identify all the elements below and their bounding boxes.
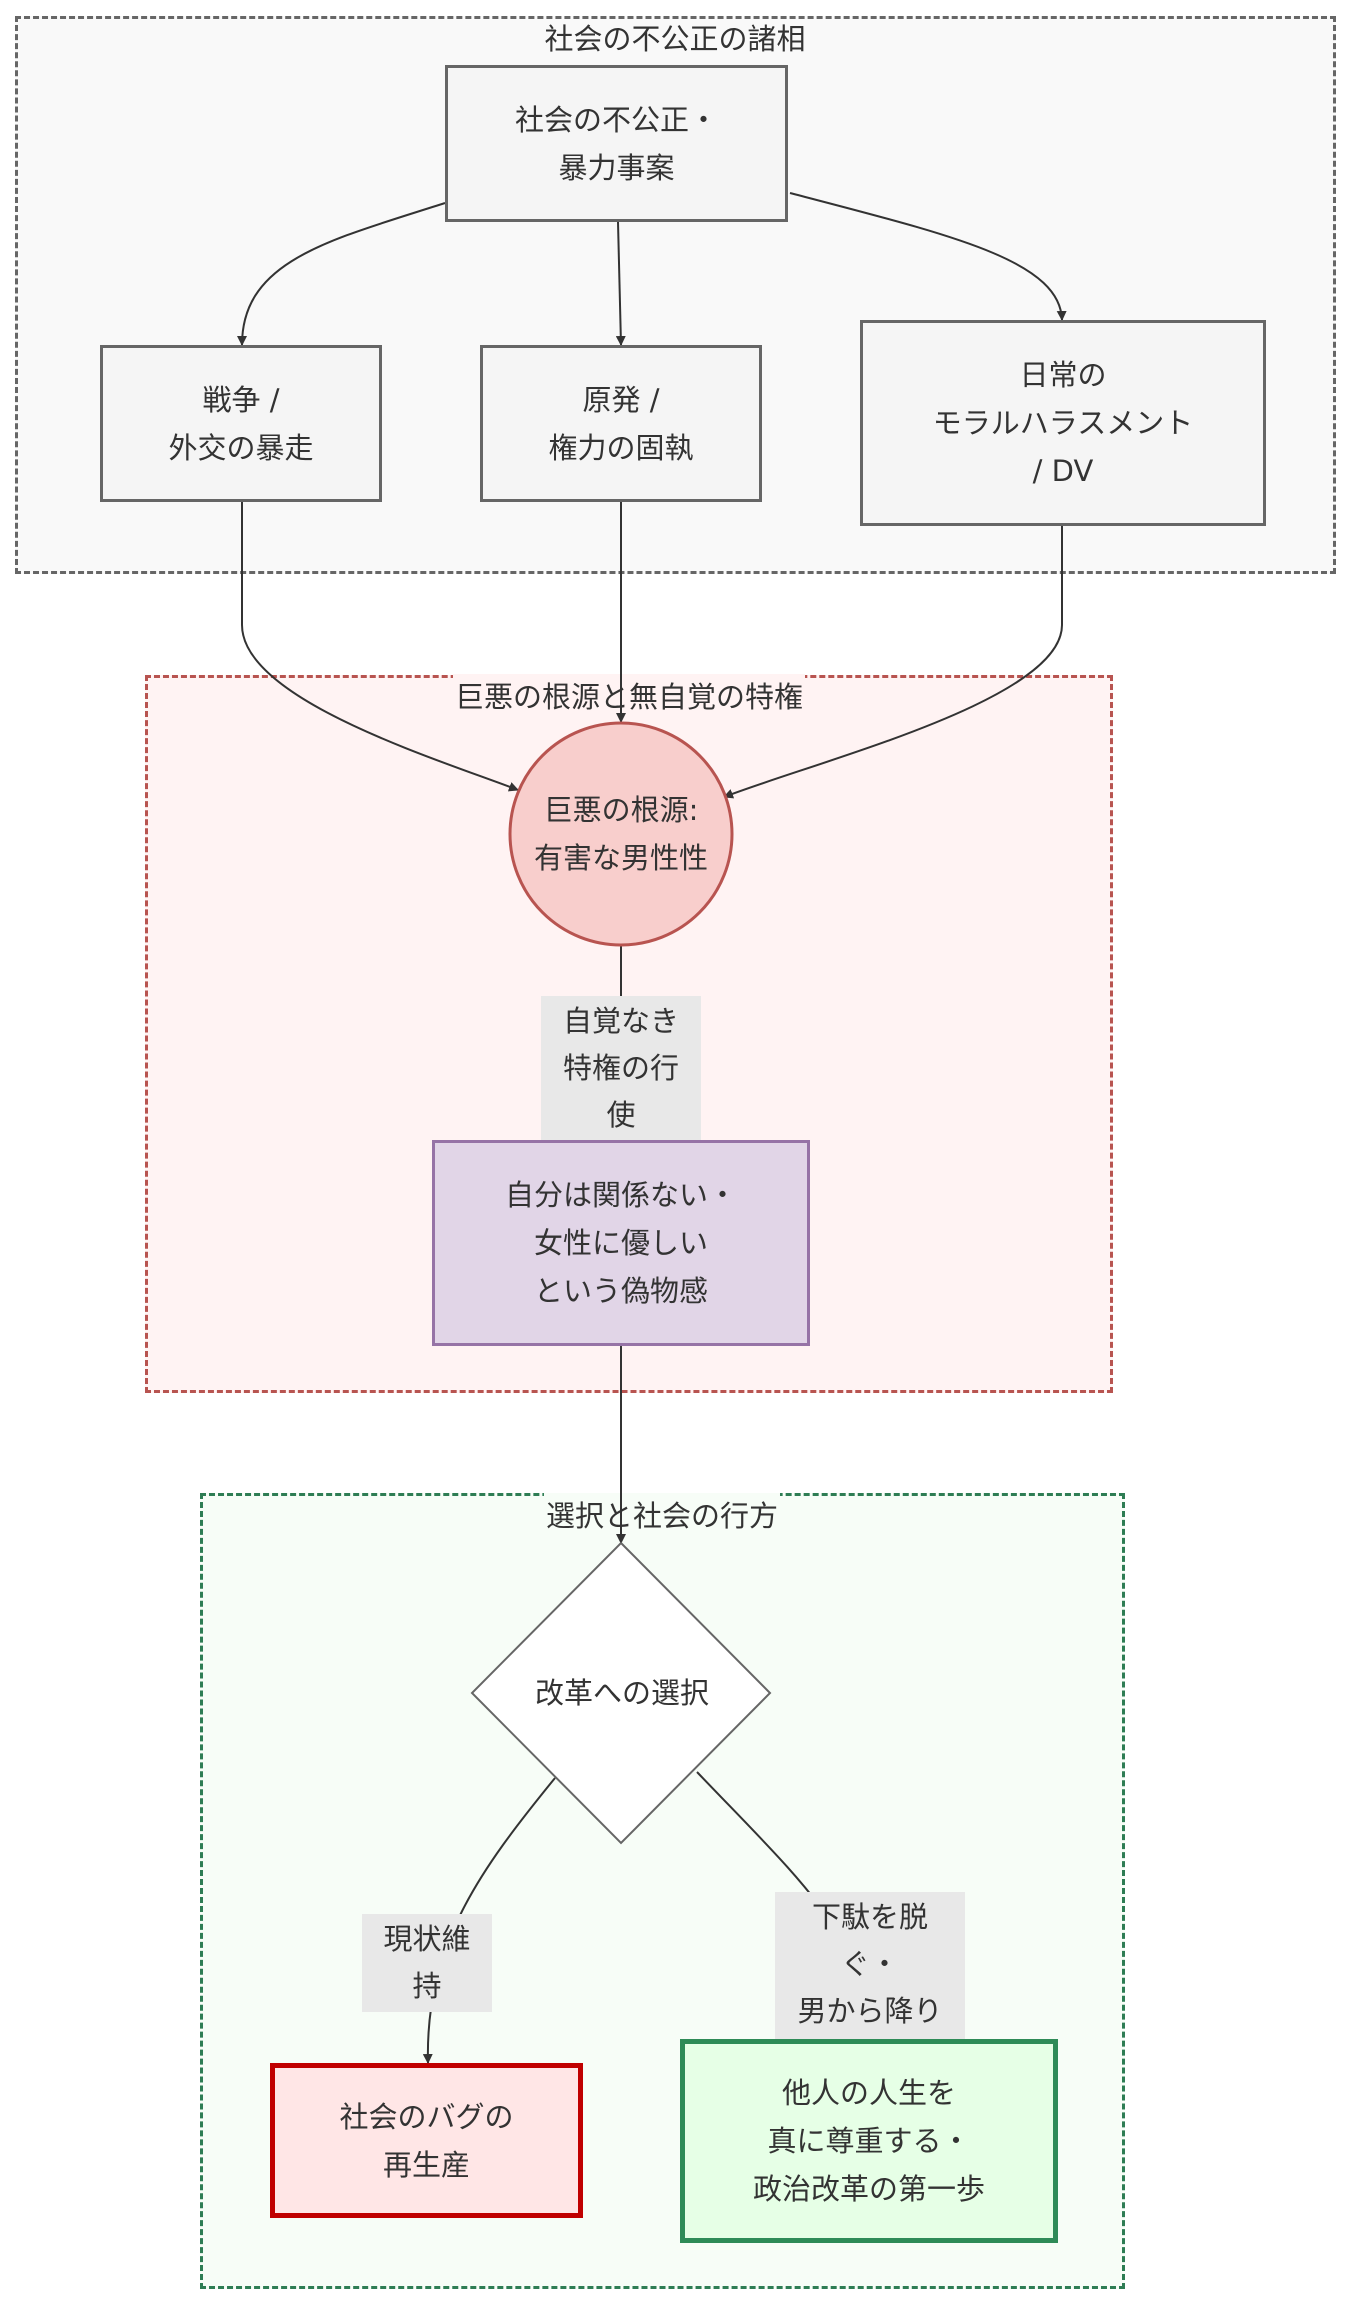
edge-injustice-war	[237, 202, 446, 346]
node-injustice-violence: 社会の不公正・ 暴力事案	[445, 65, 788, 222]
node-war: 戦争 / 外交の暴走	[100, 345, 382, 502]
edge-label-status-quo: 現状維持	[362, 1914, 492, 2012]
node-root-cause: 巨悪の根源: 有害な男性性	[510, 723, 732, 945]
root-cause-shape	[508, 721, 734, 947]
group-injustice-label: 社会の不公正の諸相	[544, 22, 806, 56]
node-bug-text: 社会のバグの 再生産	[339, 2099, 514, 2182]
node-decision-text: 改革への選択	[534, 1676, 709, 1710]
edge-harassment-root	[723, 526, 1063, 799]
node-respect: 他人の人生を 真に尊重する・ 政治改革の第一歩	[680, 2039, 1058, 2243]
node-decision: 改革への選択	[512, 1663, 732, 1723]
node-nuclear: 原発 / 権力の固執	[480, 345, 762, 502]
edge-decision-bug	[422, 1777, 556, 2064]
node-harassment-text: 日常の モラルハラスメント / DV	[932, 358, 1194, 488]
group-choice-label: 選択と社会の行方	[543, 1493, 781, 1535]
edge-injustice-nuclear	[615, 221, 626, 346]
node-root-cause-text: 巨悪の根源: 有害な男性性	[533, 793, 708, 875]
group-root-label: 巨悪の根源と無自覚の特権	[452, 674, 806, 716]
node-fake-text: 自分は関係ない・ 女性に優しい という偽物感	[504, 1178, 737, 1308]
node-fake: 自分は関係ない・ 女性に優しい という偽物感	[432, 1140, 810, 1346]
decision-shape	[470, 1541, 772, 1845]
node-nuclear-text: 原発 / 権力の固執	[548, 382, 694, 465]
node-injustice-violence-text: 社会の不公正・ 暴力事案	[514, 102, 718, 185]
node-respect-text: 他人の人生を 真に尊重する・ 政治改革の第一歩	[752, 2076, 985, 2206]
edge-war-root	[241, 502, 519, 792]
node-harassment: 日常の モラルハラスメント / DV	[860, 320, 1266, 526]
node-bug: 社会のバグの 再生産	[270, 2063, 583, 2218]
node-war-text: 戦争 / 外交の暴走	[168, 382, 314, 465]
edge-injustice-harassment	[789, 192, 1067, 321]
edge-label-privilege: 自覚なき 特権の行使	[541, 996, 701, 1141]
